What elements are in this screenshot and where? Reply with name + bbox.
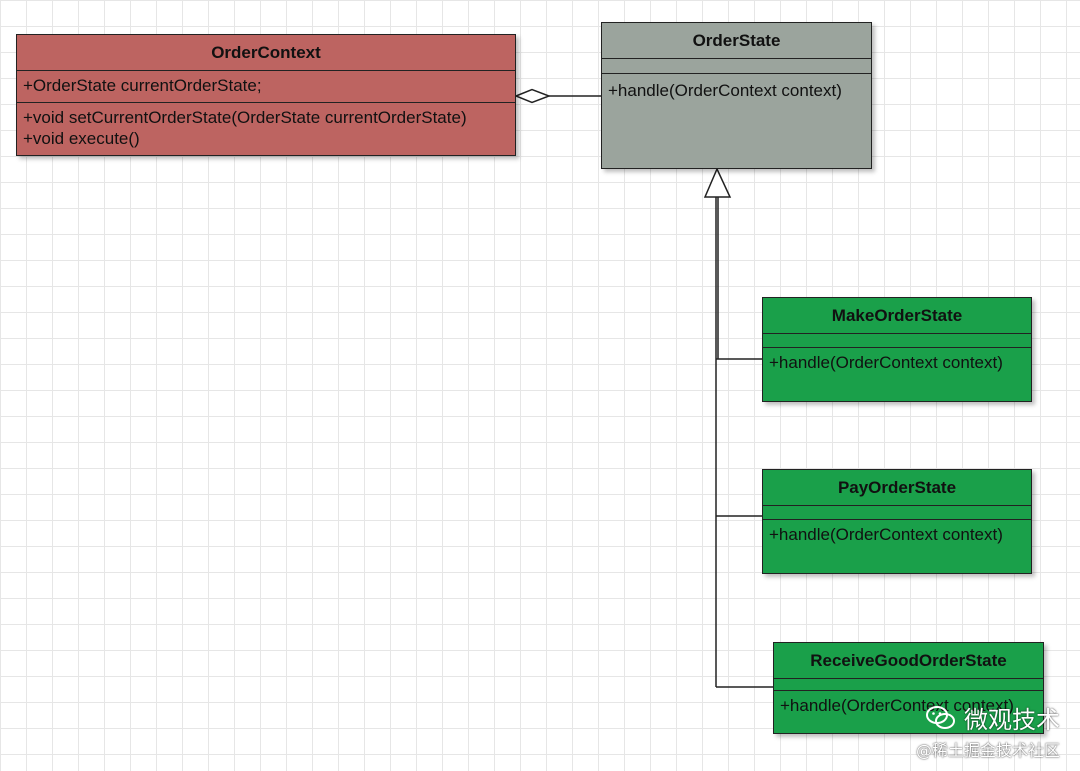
generalization-arrowhead xyxy=(703,167,732,198)
attributes-section xyxy=(602,59,871,74)
class-receive-good-order-state: ReceiveGoodOrderState +handle(OrderConte… xyxy=(773,642,1044,734)
class-order-context: OrderContext +OrderState currentOrderSta… xyxy=(16,34,516,156)
operations-section: +handle(OrderContext context) xyxy=(602,74,871,105)
watermark-main: 微观技术 xyxy=(916,700,1060,735)
watermark: 微观技术 @稀土掘金技术社区 xyxy=(916,700,1060,761)
operations-section: +handle(OrderContext context) xyxy=(774,691,1043,720)
operation: +handle(OrderContext context) xyxy=(769,525,1003,544)
class-name: ReceiveGoodOrderState xyxy=(774,643,1043,679)
operations-section: +handle(OrderContext context) xyxy=(763,348,1031,377)
class-name: OrderContext xyxy=(17,35,515,71)
operation: +handle(OrderContext context) xyxy=(780,696,1014,715)
class-pay-order-state: PayOrderState +handle(OrderContext conte… xyxy=(762,469,1032,574)
wechat-icon xyxy=(926,705,955,729)
operations-section: +handle(OrderContext context) xyxy=(763,520,1031,549)
operations-section: +void setCurrentOrderState(OrderState cu… xyxy=(17,103,515,153)
attributes-section xyxy=(763,334,1031,348)
operation: +handle(OrderContext context) xyxy=(769,353,1003,372)
attributes-section: +OrderState currentOrderState; xyxy=(17,71,515,103)
attribute: +OrderState currentOrderState; xyxy=(23,76,262,95)
class-order-state: OrderState +handle(OrderContext context) xyxy=(601,22,872,169)
watermark-title: 微观技术 xyxy=(964,706,1060,734)
operation: +void execute() xyxy=(23,129,140,148)
watermark-subtitle: @稀土掘金技术社区 xyxy=(915,741,1060,760)
class-make-order-state: MakeOrderState +handle(OrderContext cont… xyxy=(762,297,1032,402)
aggregation-diamond xyxy=(514,88,552,104)
operation: +void setCurrentOrderState(OrderState cu… xyxy=(23,108,467,127)
operation: +handle(OrderContext context) xyxy=(608,81,842,100)
class-name: MakeOrderState xyxy=(763,298,1031,334)
attributes-section xyxy=(763,506,1031,520)
class-name: PayOrderState xyxy=(763,470,1031,506)
attributes-section xyxy=(774,679,1043,691)
class-name: OrderState xyxy=(602,23,871,59)
